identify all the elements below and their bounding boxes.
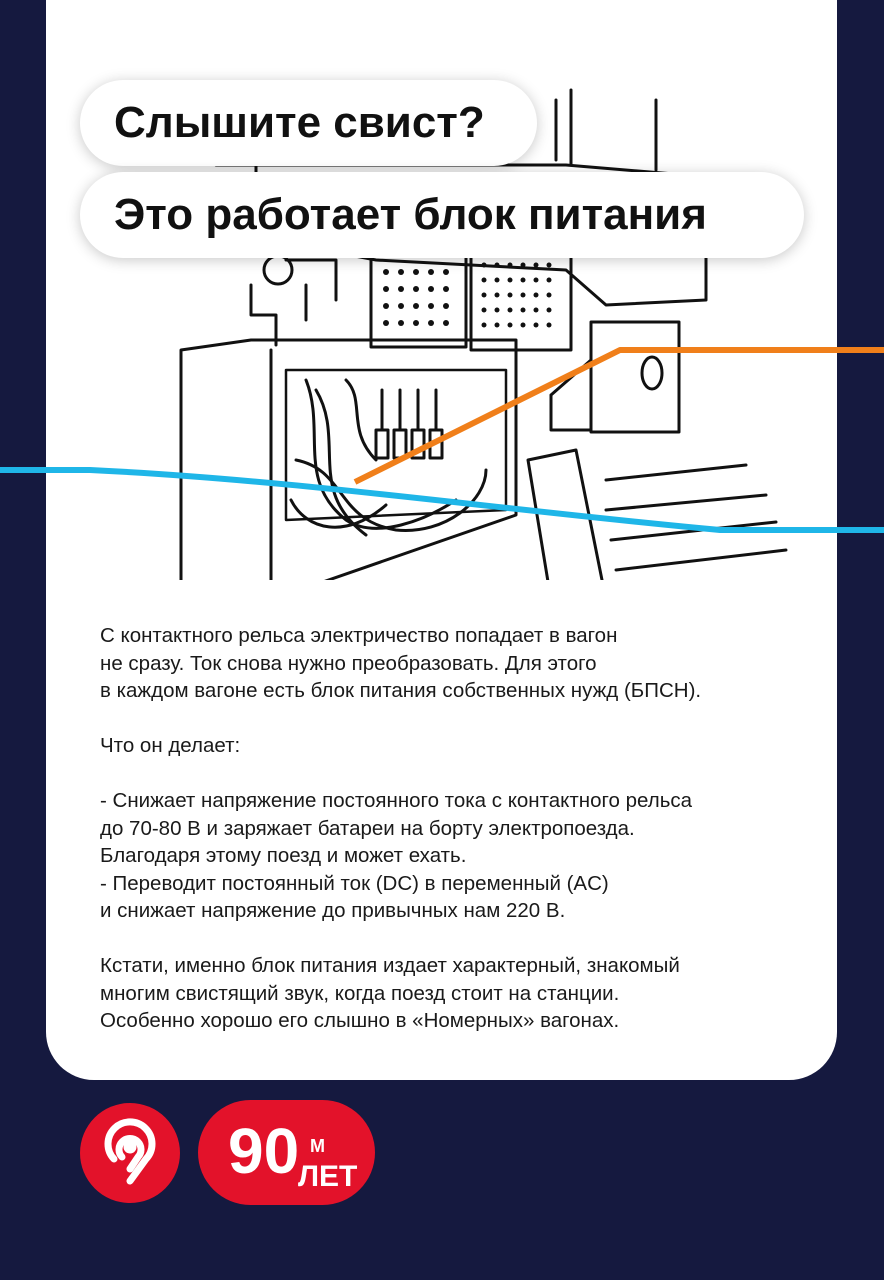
metro-lines: [0, 347, 884, 533]
anniversary-m: М: [310, 1136, 325, 1156]
article-body: С контактного рельса электричество попад…: [100, 622, 800, 1035]
body-line: до 70-80 В и заряжает батареи на борту э…: [100, 816, 635, 840]
body-line: многим свистящий звук, когда поезд стоит…: [100, 981, 620, 1005]
body-line: Благодаря этому поезд и может ехать.: [100, 844, 467, 867]
body-line: - Переводит постоянный ток (DC) в переме…: [100, 871, 609, 895]
body-line: - Снижает напряжение постоянного тока с …: [100, 789, 693, 812]
anniversary-word: ЛЕТ: [298, 1160, 357, 1193]
headline-line1: Слышите свист?: [114, 98, 485, 147]
anniversary-logo-mark: 90 М ЛЕТ: [228, 1115, 357, 1193]
headline-question: Слышите свист?: [80, 80, 537, 166]
power-unit-illustration: [179, 88, 788, 580]
anniversary-logo: 90 М ЛЕТ: [198, 1100, 375, 1205]
body-line: в каждом вагоне есть блок питания собств…: [100, 679, 702, 702]
body-line: С контактного рельса электричество попад…: [100, 624, 618, 647]
body-line: не сразу. Ток снова нужно преобразовать.…: [100, 651, 597, 675]
transport-logo: [80, 1103, 180, 1203]
headline-answer: Это работает блок питания: [80, 172, 804, 258]
orange-line: [353, 347, 884, 485]
headline-line2: Это работает блок питания: [114, 190, 707, 239]
cyan-line: [0, 467, 884, 533]
body-line: и снижает напряжение до привычных нам 22…: [100, 899, 566, 922]
transport-logo-icon: [104, 1118, 156, 1185]
body-line: Что он делает:: [100, 734, 241, 757]
body-line: Кстати, именно блок питания издает харак…: [100, 954, 680, 977]
anniversary-number: 90: [228, 1115, 299, 1187]
body-line: Особенно хорошо его слышно в «Номерных» …: [100, 1009, 620, 1032]
